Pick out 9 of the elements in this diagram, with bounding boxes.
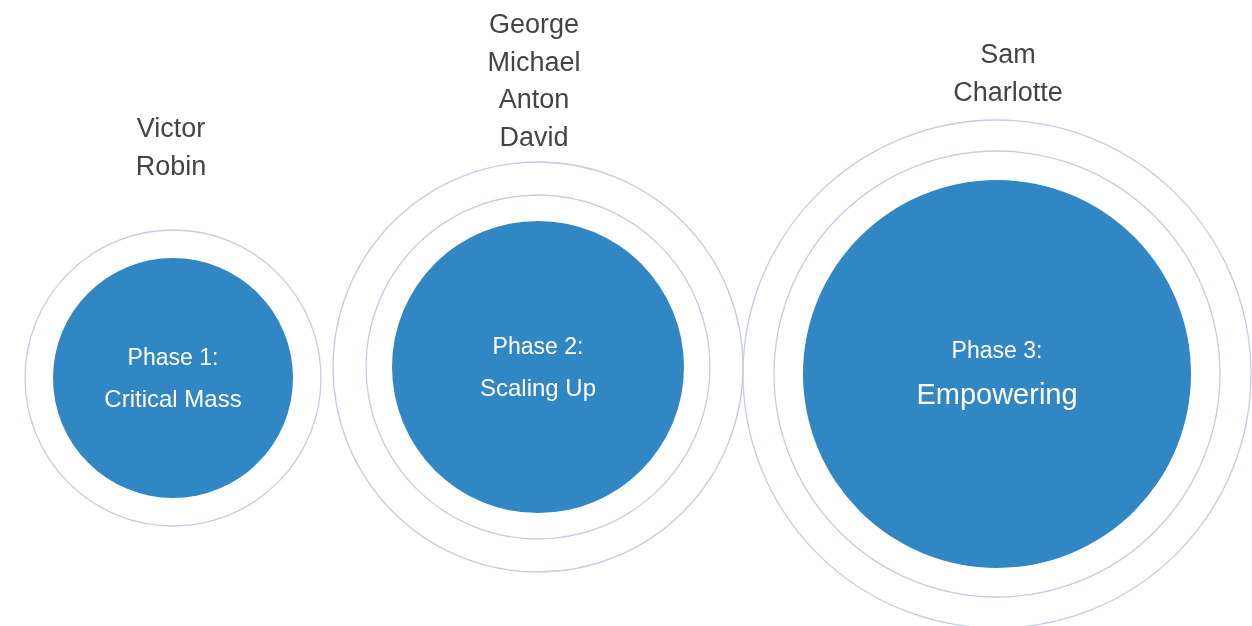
phase-title: Empowering — [916, 378, 1078, 411]
name-list: Victor Robin — [111, 110, 231, 185]
phase-title: Scaling Up — [479, 373, 597, 402]
phase-title: Critical Mass — [104, 384, 242, 413]
phase-label: Phase 1: — [127, 343, 219, 371]
phase-label: Phase 3: — [951, 337, 1043, 364]
name-list: Sam Charlotte — [938, 36, 1078, 111]
name-list: George Michael Anton David — [464, 6, 604, 156]
phase-label: Phase 2: — [492, 332, 584, 360]
